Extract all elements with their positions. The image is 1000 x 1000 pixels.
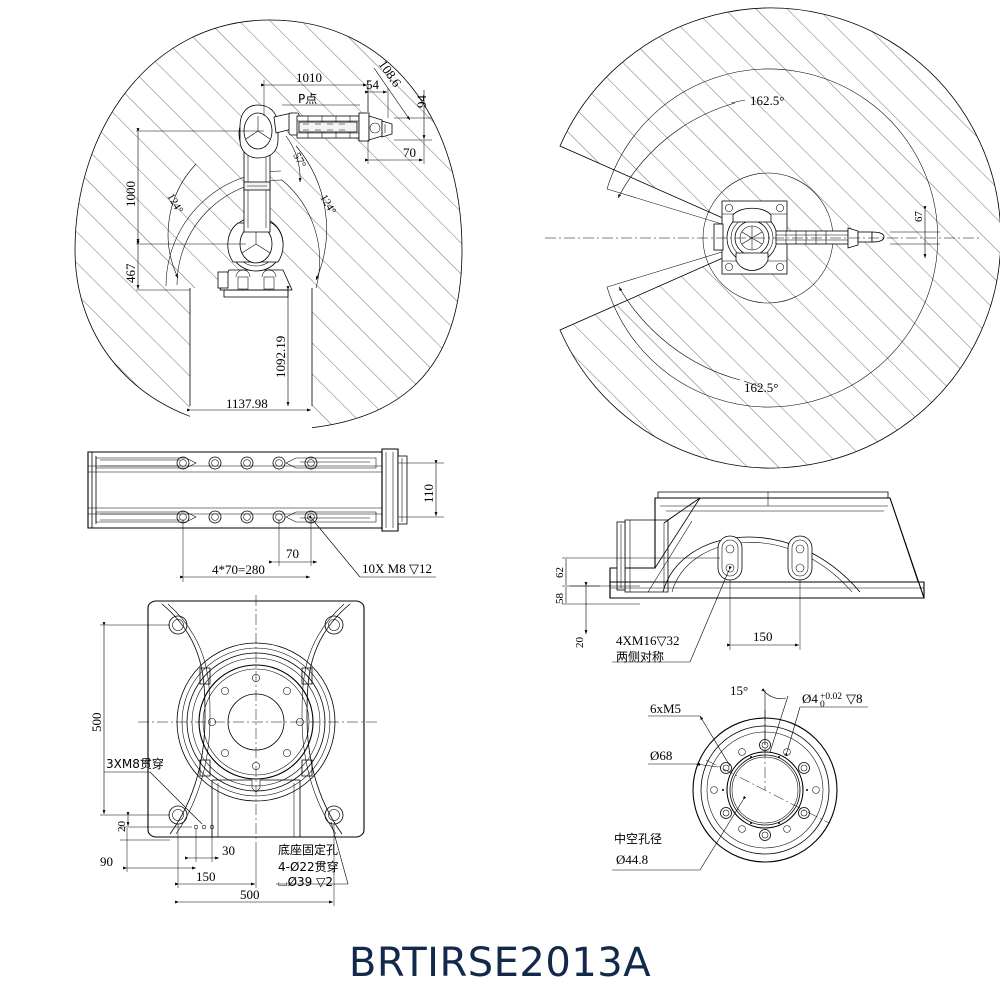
label-phi4: Ø4 [802,691,818,706]
base-bolt-slot-2 [787,535,813,581]
label-500-h: 500 [240,887,260,902]
label-fixing-hole: 底座固定孔 [278,842,338,857]
view-flange-detail: 15° Ø4 +0.02 0 ▽8 6xM5 Ø68 中空孔径 [612,683,868,871]
pedestal-blank [190,288,312,432]
dim-58: 58 [554,587,640,605]
label-4x70-280: 4*70=280 [212,562,265,577]
label-phi4-tol-upper: +0.02 [820,692,842,702]
label-15-deg: 15° [730,683,748,698]
dim-500-h: 500 [175,824,335,906]
label-phi4-depth: ▽8 [846,691,863,706]
label-p-point: P点 [298,92,317,106]
dim-1137: 1137.98 [187,396,311,412]
plan-outer-boundary [559,7,1000,469]
dim-150-side: 150 [727,580,801,650]
view-arm-detail: 110 70 4*70=280 10X M8 ▽12 [87,448,444,582]
label-70-pitch: 70 [286,546,299,561]
pedestal-outline [189,288,313,406]
dim-1000: 1000 [123,128,264,245]
dim-94: 94 [394,90,432,141]
plan-inner-boundary [606,68,938,408]
label-94: 94 [414,95,429,109]
label-90: 90 [100,854,113,869]
note-fixing-hole: 底座固定孔 4-Ø22贯穿 ⌴Ø39 ▽2 [276,821,349,889]
label-1000: 1000 [123,181,138,207]
dim-p-point: P点 [282,92,360,106]
note-6xm5: 6xM5 [648,701,731,767]
label-3xm8: 3XM8贯穿 [106,756,164,771]
dim-110: 110 [398,460,444,518]
flange-m5-holes [720,739,810,841]
label-30: 30 [222,843,235,858]
dim-467: 467 [123,241,190,291]
dim-30: 30 [185,829,235,862]
label-500-v: 500 [89,713,104,733]
dim-67: 67 [890,206,940,258]
dim-20: 20 [570,582,600,649]
label-67: 67 [913,211,925,223]
label-phi4-tol-lower: 0 [820,700,825,710]
label-1010: 1010 [296,70,322,85]
note-pin-hole: Ø4 +0.02 0 ▽8 [784,691,868,757]
label-20-plan: 20 [116,821,128,833]
dim-15-deg: 15° [730,683,789,753]
label-dia68: Ø68 [650,748,672,763]
label-20-side: 20 [574,637,586,649]
view-top-envelope: 162.5° 162.5° 67 [545,7,1000,469]
dim-280: 4*70=280 [180,519,310,582]
corner-hole-tl [168,615,188,635]
dim-150-plan: 150 [175,824,257,888]
dim-1010: 1010 [261,70,369,116]
label-70-side: 70 [403,145,416,160]
note-hollow-bore: 中空孔径 Ø44.8 [612,795,747,871]
label-counterbore: ⌴Ø39 ▽2 [278,875,333,889]
corner-hole-tr [324,615,344,635]
robot-plan-silhouette [713,200,885,275]
label-150-side: 150 [753,629,773,644]
label-150-plan: 150 [196,869,216,884]
dim-500-v: 500 [89,622,170,816]
label-symmetry: 两侧对称 [616,650,664,664]
note-10x-m8: 10X M8 ▽12 [308,515,436,578]
dim-62: 62 [554,557,720,587]
bolt-row-bottom [176,510,318,524]
label-6xm5: 6xM5 [650,701,681,716]
dim-70-side: 70 [365,140,425,164]
note-dia68: Ø68 [648,748,719,768]
dim-1092: 1092.19 [273,286,290,406]
label-162-5-lower: 162.5° [744,380,778,395]
label-4-d22: 4-Ø22贯穿 [278,859,339,874]
label-10x-m8: 10X M8 ▽12 [362,561,432,576]
view-side-envelope: 1010 P点 54 108.6 94 [74,19,463,432]
dim-162-5-lower: 162.5° [618,286,778,395]
page-title: BRTIRSE2013A [348,940,652,986]
bolt-row-top [176,456,318,470]
label-hollow-bore: 中空孔径 [614,831,662,846]
label-1137-98: 1137.98 [226,396,268,411]
note-3xm8: 3XM8贯穿 [104,756,203,825]
label-54: 54 [366,77,380,92]
note-4xm16: 4XM16▽32 两侧对称 [612,565,732,664]
dim-162-5-upper: 162.5° [617,93,784,199]
label-4xm16: 4XM16▽32 [616,633,679,648]
label-hollow-dia: Ø44.8 [616,852,648,867]
view-base-side: 62 58 20 150 4XM16▽32 两侧对称 [554,491,925,664]
dim-20-plan: 20 [116,812,192,833]
label-58: 58 [554,593,566,605]
base-bolt-slot-1 [717,535,743,581]
label-162-5-upper: 162.5° [750,93,784,108]
label-467: 467 [123,263,138,283]
dim-70-pitch: 70 [269,519,317,566]
label-110: 110 [421,484,436,503]
flange-pin-holes [710,748,820,833]
label-1092-19: 1092.19 [273,336,288,378]
dim-54: 54 [365,77,389,118]
dim-90: 90 [100,828,196,872]
view-base-plan: 500 3XM8贯穿 20 30 90 [89,595,380,906]
label-62: 62 [554,567,566,578]
